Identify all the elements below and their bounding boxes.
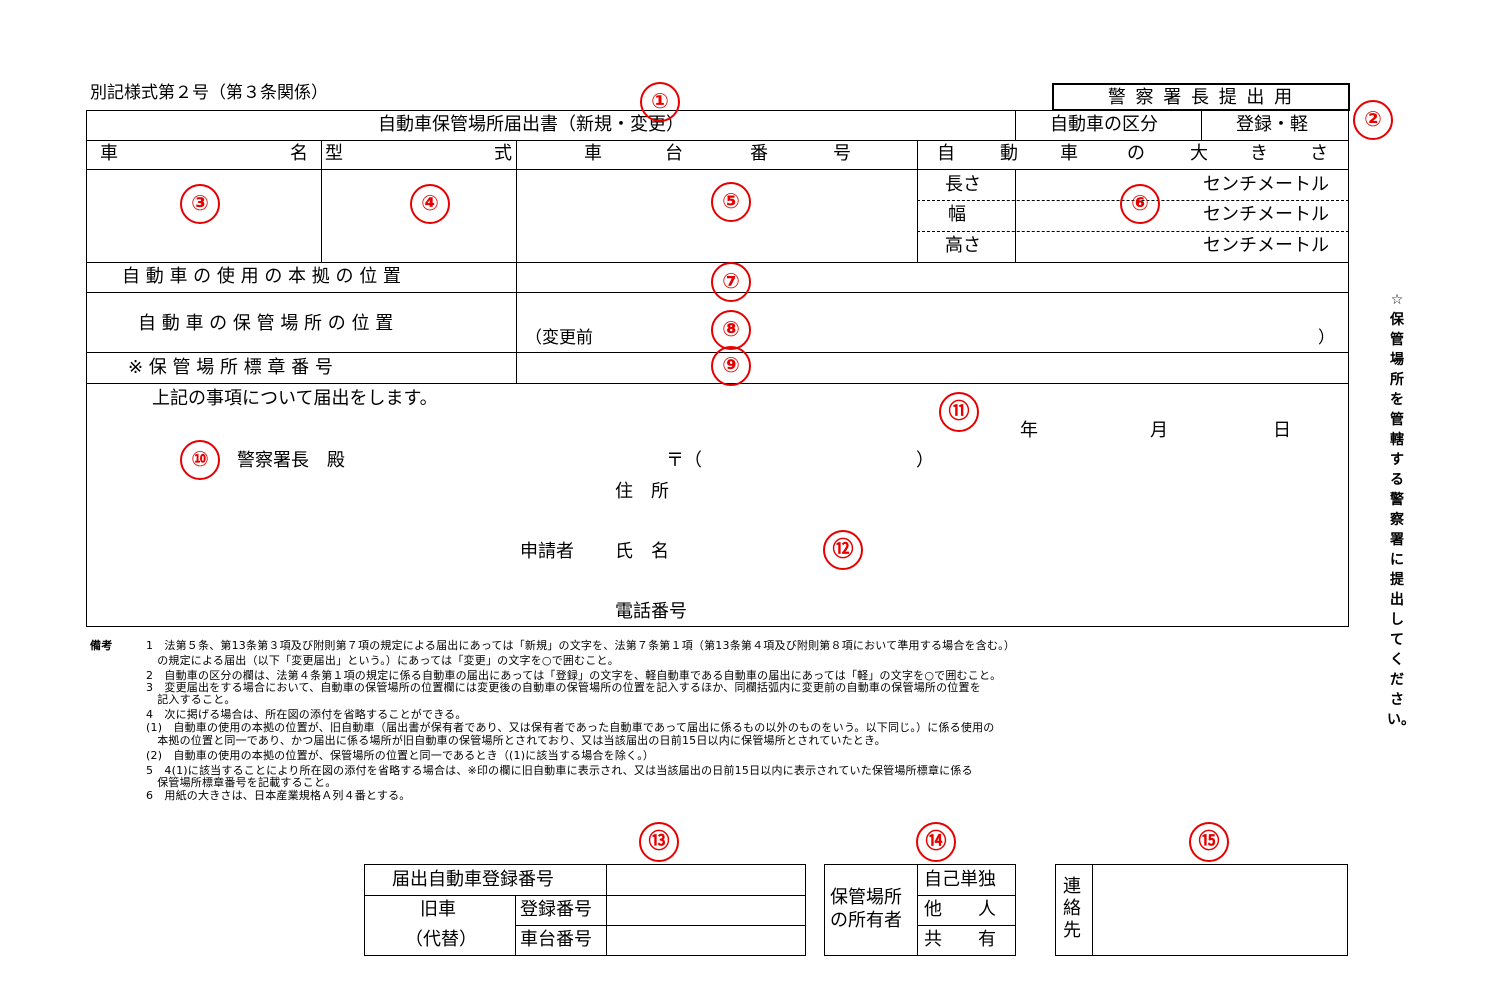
marker-15: ⑮ (1189, 822, 1229, 862)
length-label: 長さ (945, 174, 981, 195)
width-unit: センチメートル (1203, 204, 1329, 225)
marker-6: ⑥ (1120, 184, 1160, 224)
header-car-name-1: 車 (100, 143, 118, 164)
phone-label: 電話番号 (615, 601, 687, 622)
note-line: 1 法第５条、第13条第３項及び附則第７項の規定による届出にあっては「新規」の文… (146, 639, 1016, 652)
marker-11: ⑪ (939, 392, 979, 432)
side-note: ☆保管場所を管轄する警察署に提出してください。 (1387, 292, 1415, 728)
marker-7: ⑦ (711, 262, 751, 302)
name-label: 氏 名 (615, 541, 669, 562)
address-label: 住 所 (615, 481, 669, 502)
storage-sign-number-label: ※ 保 管 場 所 標 章 番 号 (128, 357, 333, 378)
date-year: 年 (1020, 420, 1038, 441)
storage-location-label: 自 動 車 の 保 管 場 所 の 位 置 (138, 313, 394, 334)
note-line: の規定による届出（以下「変更届出」という。）にあっては「変更」の文字を○で囲むこ… (146, 654, 619, 667)
header-chassis-2: 台 (665, 143, 683, 164)
header-size-1: 自 (937, 143, 955, 164)
declaration-text: 上記の事項について届出をします。 (152, 388, 438, 409)
contact-field[interactable] (1093, 865, 1347, 955)
header-size-3: 車 (1060, 143, 1078, 164)
header-size-6: き (1250, 143, 1268, 164)
before-change-open: （変更前 (525, 328, 593, 348)
usage-base-location-label: 自 動 車 の 使 用 の 本 拠 の 位 置 (122, 266, 401, 287)
note-line: (2) 自動車の使用の本拠の位置が、保管場所の位置と同一であるとき（(1)に該当… (146, 749, 655, 762)
contact-label: 連絡先 (1063, 876, 1081, 941)
vehicle-category-label: 自動車の区分 (1050, 114, 1158, 135)
form-id: 別記様式第２号（第３条関係） (90, 83, 328, 103)
width-label: 幅 (948, 204, 966, 225)
registration-table (364, 864, 806, 956)
marker-3: ③ (180, 184, 220, 224)
header-model-2: 式 (494, 143, 512, 164)
storage-sign-number-field[interactable] (517, 353, 1348, 382)
owner-option-other[interactable]: 他 人 (924, 899, 996, 920)
marker-1: ① (640, 82, 680, 122)
marker-13: ⑬ (639, 822, 679, 862)
main-form-table (86, 110, 1349, 627)
note-line: (1) 自動車の使用の本拠の位置が、旧自動車（届出書が保有者であり、又は保有者で… (146, 721, 995, 734)
note-line: 保管場所標章番号を記載すること。 (146, 776, 337, 789)
header-model-1: 型 (325, 143, 343, 164)
note-line: 5 4(1)に該当することにより所在図の添付を省略する場合は、※印の欄に旧自動車… (146, 764, 973, 777)
note-line: 本拠の位置と同一であり、かつ届出に係る場所が旧自動車の保管場所とされており、又は… (146, 734, 886, 747)
marker-12: ⑫ (823, 530, 863, 570)
marker-10: ⑩ (180, 440, 220, 480)
header-size-4: の (1127, 143, 1145, 164)
owner-label-2: の所有者 (830, 910, 902, 931)
postal-close: ） (916, 450, 934, 471)
note-line: 4 次に掲げる場合は、所在図の添付を省略することができる。 (146, 708, 467, 721)
length-unit: センチメートル (1203, 174, 1329, 195)
note-line: 記入すること。 (146, 693, 236, 706)
postal-open: 〒（ (666, 450, 702, 471)
header-size-5: 大 (1190, 143, 1208, 164)
marker-4: ④ (410, 184, 450, 224)
header-chassis-3: 番 (750, 143, 768, 164)
vehicle-category-value: 登録・軽 (1236, 114, 1308, 135)
registration-number-field[interactable] (607, 896, 805, 924)
date-month: 月 (1150, 420, 1168, 441)
marker-2: ② (1353, 100, 1393, 140)
old-car-sub: （代替） (405, 929, 477, 950)
form-title: 自動車保管場所届出書（新規・変更） (378, 114, 684, 135)
usage-base-location-field[interactable] (517, 263, 1348, 291)
chassis-number-bottom-field[interactable] (607, 926, 805, 955)
contact-table (1055, 864, 1348, 956)
marker-14: ⑭ (916, 822, 956, 862)
note-line: 6 用紙の大きさは、日本産業規格Ａ列４番とする。 (146, 789, 411, 802)
height-unit: センチメートル (1203, 235, 1329, 256)
note-line: 3 変更届出をする場合において、自動車の保管場所の位置欄には変更後の自動車の保管… (146, 681, 981, 694)
addressee: 警察署長 殿 (237, 450, 345, 471)
registration-number-label: 登録番号 (520, 899, 592, 920)
applicant-label: 申請者 (520, 541, 574, 562)
notes-label: 備考 (90, 639, 113, 652)
owner-table (824, 864, 1016, 956)
owner-option-shared[interactable]: 共 有 (924, 929, 996, 950)
before-change-close: ） (1318, 328, 1335, 348)
registration-title-field[interactable] (607, 865, 805, 894)
old-car-label: 旧車 (420, 899, 456, 920)
submission-box: 警 察 署 長 提 出 用 (1052, 83, 1350, 111)
header-size-7: さ (1310, 143, 1328, 164)
marker-9: ⑨ (711, 346, 751, 386)
height-label: 高さ (945, 235, 981, 256)
header-chassis-4: 号 (833, 143, 851, 164)
registration-title: 届出自動車登録番号 (392, 869, 554, 890)
notes-list: 1 法第５条、第13条第３項及び附則第７項の規定による届出にあっては「新規」の文… (146, 640, 1326, 803)
marker-5: ⑤ (711, 182, 751, 222)
date-day: 日 (1273, 420, 1291, 441)
storage-location-field[interactable] (517, 293, 1348, 351)
chassis-number-label: 車台番号 (520, 929, 592, 950)
header-car-name-2: 名 (290, 143, 308, 164)
owner-label-1: 保管場所 (830, 887, 902, 908)
note-line: 2 自動車の区分の欄は、法第４条第１項の規定に係る自動車の届出にあっては「登録」… (146, 669, 1002, 682)
header-size-2: 動 (1000, 143, 1018, 164)
owner-option-self[interactable]: 自己単独 (924, 869, 996, 890)
header-chassis-1: 車 (584, 143, 602, 164)
submission-label: 警 察 署 長 提 出 用 (1107, 87, 1295, 108)
marker-8: ⑧ (711, 310, 751, 350)
